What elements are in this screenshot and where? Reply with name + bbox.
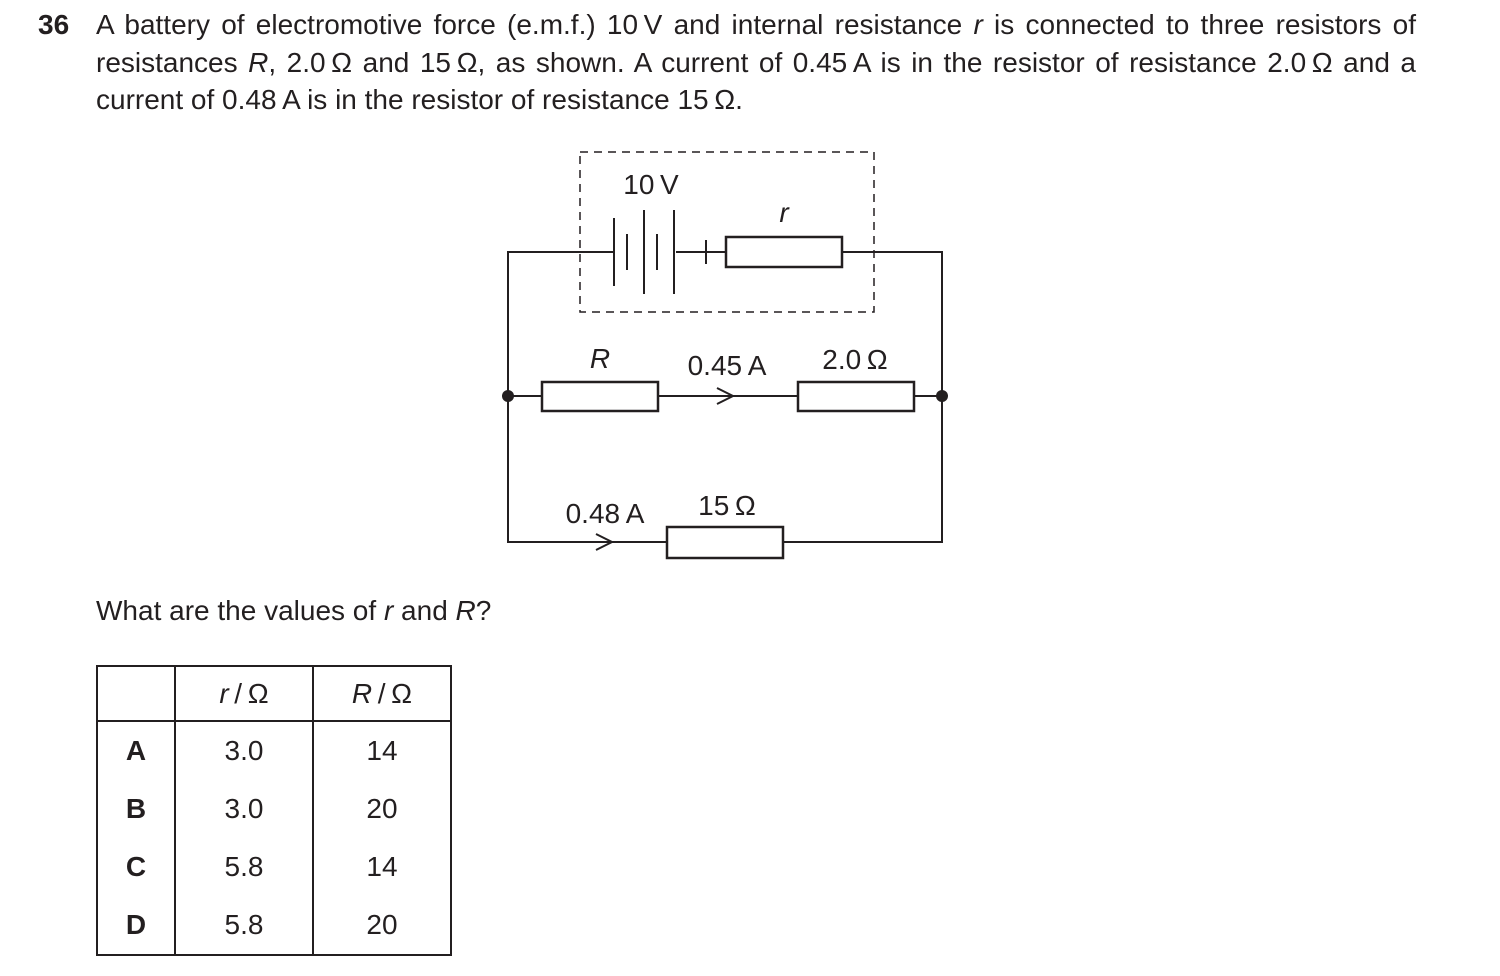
junction-left [502, 390, 514, 402]
prompt-symbol-r: r [383, 595, 394, 626]
resistor-R-label: R [590, 343, 610, 374]
answer-row-A[interactable]: A 3.0 14 [96, 721, 452, 780]
answer-row-B[interactable]: B 3.0 20 [96, 780, 452, 838]
prompt-text-3: ? [475, 595, 492, 626]
resistor-R [540, 380, 660, 413]
question-number: 36 [38, 9, 70, 40]
resistor-2-ohm-label: 2.0 Ω [822, 344, 887, 375]
option-r-value: 3.0 [174, 780, 314, 838]
prompt-symbol-R: R [455, 595, 476, 626]
question-prompt: What are the values of r and R? [96, 594, 491, 628]
resistor-r [724, 235, 844, 269]
resistor-2-ohm [796, 380, 916, 413]
option-R-value: 20 [312, 896, 452, 956]
question-stem: A battery of electromotive force (e.m.f.… [96, 6, 1416, 119]
current-top-label: 0.45 A [688, 350, 767, 381]
option-letter: D [96, 896, 176, 956]
option-letter: A [96, 721, 176, 780]
header-r-symbol: r [219, 677, 229, 709]
answer-row-D[interactable]: D 5.8 20 [96, 896, 452, 956]
stem-text-3: , 2.0 Ω and 15 Ω, as shown. A current of… [96, 46, 1416, 116]
stem-symbol-R: R [248, 46, 269, 78]
option-R-value: 14 [312, 721, 452, 780]
option-r-value: 5.8 [174, 896, 314, 956]
resistor-15-ohm [665, 525, 785, 560]
option-r-value: 3.0 [174, 721, 314, 780]
option-letter: C [96, 838, 176, 896]
header-r: r / Ω [174, 665, 314, 722]
resistor-15-ohm-label: 15 Ω [698, 490, 756, 521]
prompt-text-1: What are the values of [96, 595, 384, 626]
bottom-wire-right [783, 396, 943, 543]
option-R-value: 14 [312, 838, 452, 896]
current-bottom-label: 0.48 A [566, 498, 645, 529]
internal-resistance-label: r [779, 197, 790, 228]
header-R-symbol: R [351, 677, 373, 709]
emf-label: 10 V [623, 169, 679, 200]
header-r-unit: / Ω [228, 677, 269, 709]
answer-row-C[interactable]: C 5.8 14 [96, 838, 452, 896]
option-R-value: 20 [312, 780, 452, 838]
option-r-value: 5.8 [174, 838, 314, 896]
junction-right [936, 390, 948, 402]
prompt-text-2: and [393, 595, 456, 626]
top-wire-left [507, 251, 614, 396]
top-wire-right [842, 251, 943, 396]
header-R-unit: / Ω [372, 677, 413, 709]
answer-table-header: r / Ω R / Ω [96, 665, 452, 722]
current-arrow-bottom [595, 533, 615, 551]
stem-symbol-r: r [973, 9, 983, 40]
header-R: R / Ω [312, 665, 452, 722]
header-empty-cell [96, 665, 176, 722]
current-arrow-top [716, 387, 736, 405]
stem-text-2: is connected to three resistors of resis… [96, 9, 1416, 78]
stem-text-1: A battery of electromotive force (e.m.f.… [96, 9, 974, 40]
battery-dashed-box [579, 151, 875, 313]
option-letter: B [96, 780, 176, 838]
answer-table: r / Ω R / Ω A 3.0 14 B 3.0 20 C 5.8 14 D… [96, 665, 452, 956]
